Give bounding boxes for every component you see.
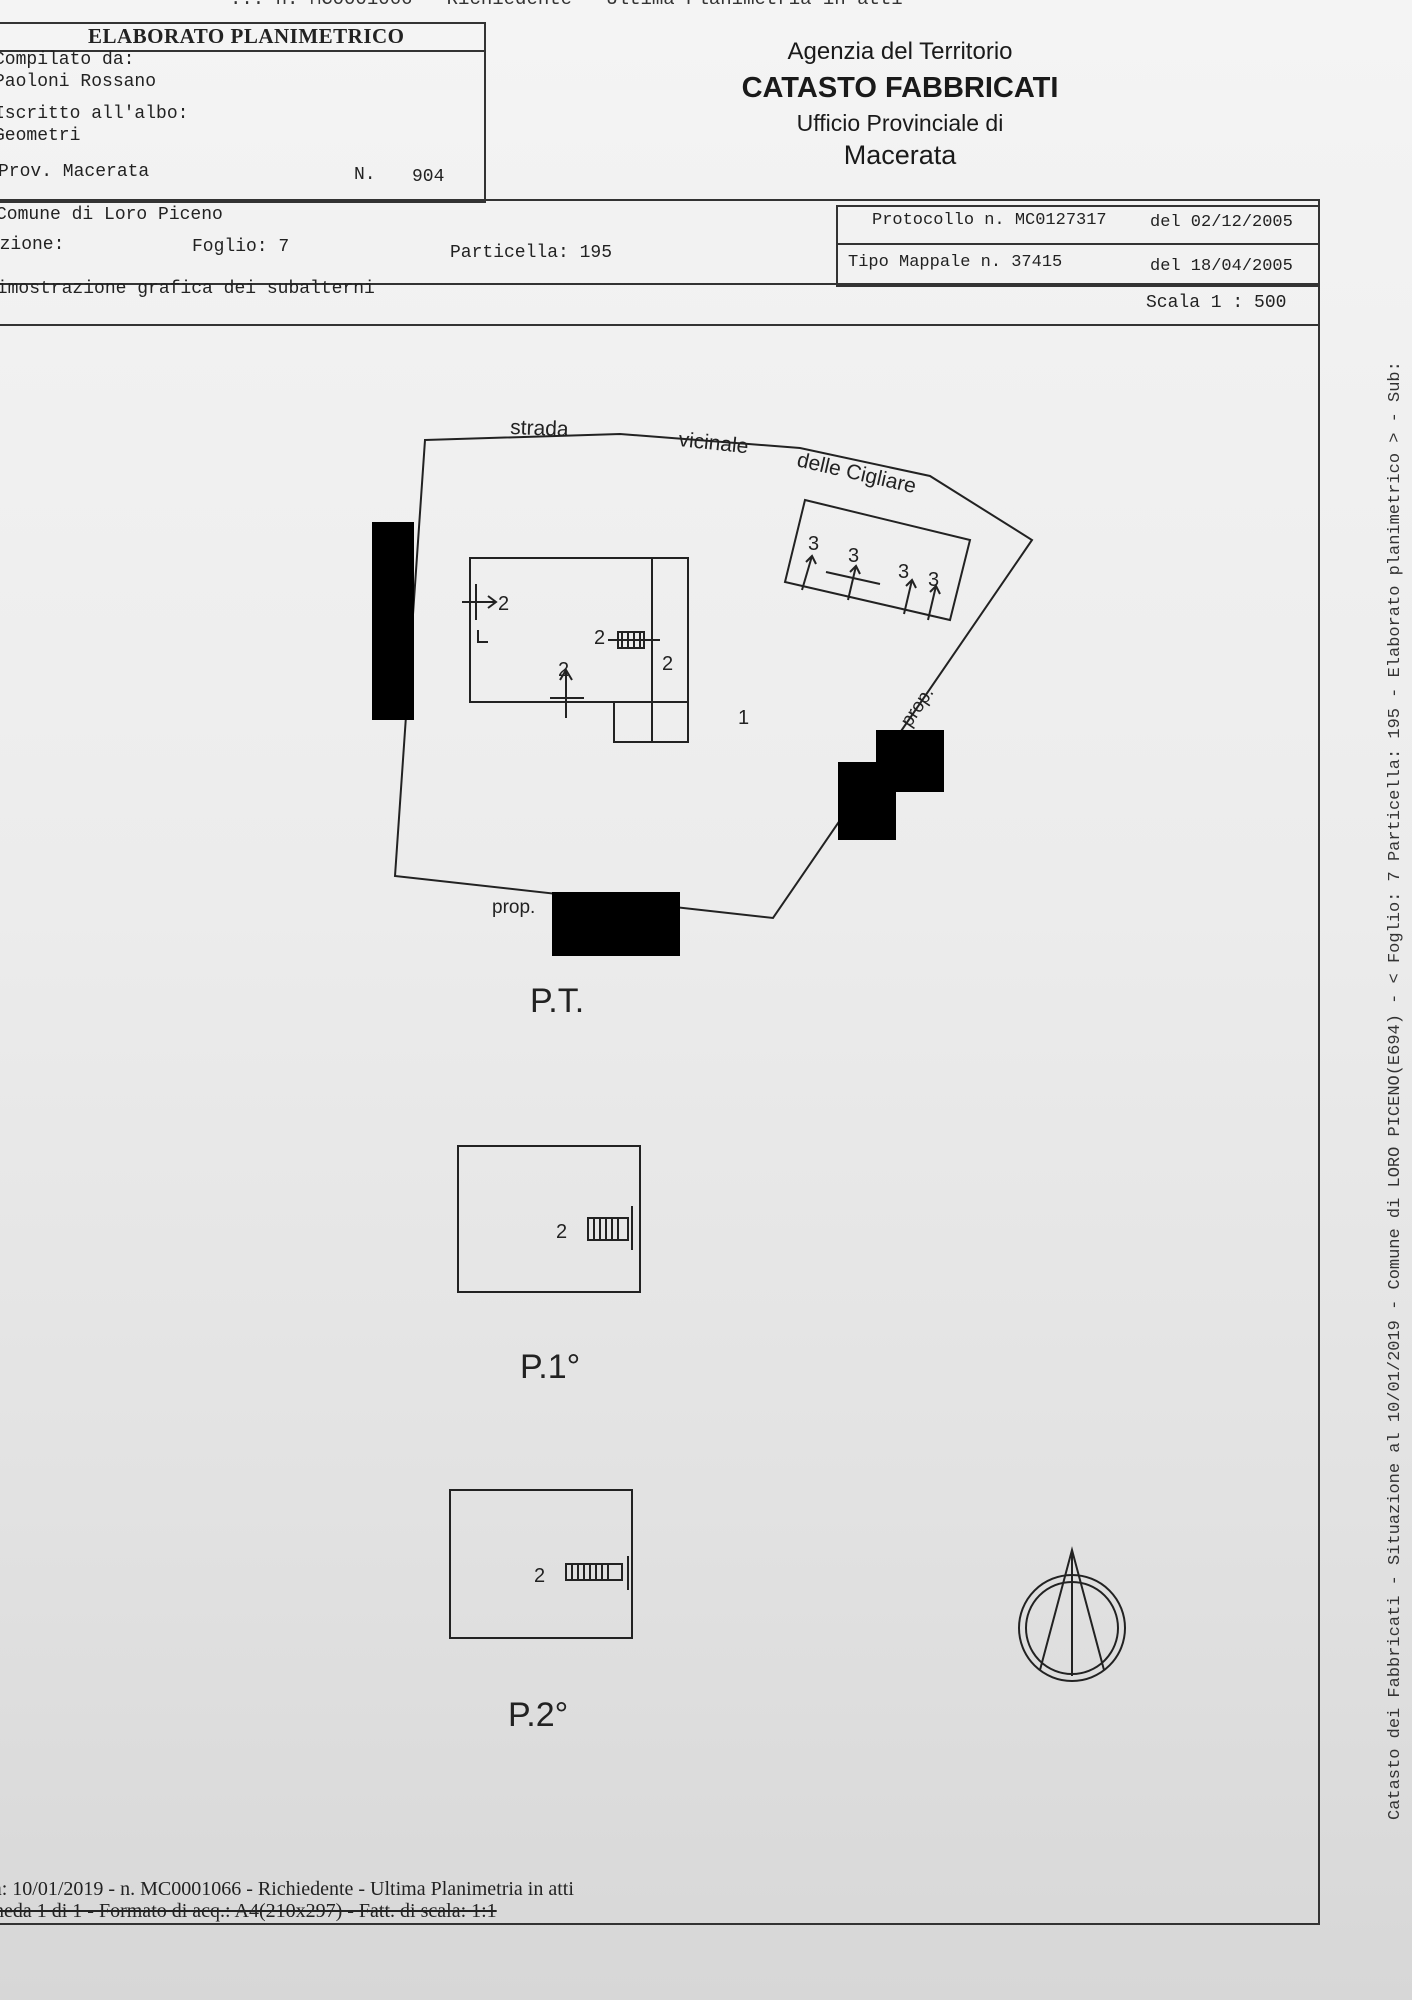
floor-2-subunit-2: 2: [534, 1565, 545, 1587]
agency-name: Agenzia del Territorio: [787, 38, 1013, 65]
redaction-bottom: [552, 892, 680, 956]
floor-pt-caption: P.T.: [530, 982, 584, 1020]
register-number-label: N.: [354, 165, 376, 185]
road-word-1: strada: [510, 416, 569, 441]
compiler-box: ELABORATO PLANIMETRICO Compilato da: Pao…: [0, 22, 486, 203]
subunit-1-label: 1: [738, 707, 749, 729]
floor-1-subunit-2: 2: [556, 1221, 567, 1243]
floor-2-outline: [449, 1489, 633, 1639]
compiler-box-title-row: ELABORATO PLANIMETRICO: [0, 24, 484, 52]
floor-1-caption: P.1°: [520, 1348, 580, 1386]
registered-label: Iscritto all'albo:: [0, 104, 189, 124]
scale: Scala 1 : 500: [1146, 293, 1287, 313]
footer-line-1: Data: 10/01/2019 - n. MC0001066 - Richie…: [0, 1878, 574, 1900]
building-annex: [613, 558, 653, 743]
sheet-number: Foglio: 7: [192, 237, 290, 257]
road-word-2: vicinale: [677, 428, 749, 458]
parcel-info-band: Comune di Loro Piceno Sezione: Foglio: 7…: [0, 199, 1320, 326]
footer-line-2: Scheda 1 di 1 - Formato di acq.: A4(210x…: [0, 1900, 497, 1922]
subunit-3-label-d: 3: [928, 569, 939, 591]
subunits-caption: Dimostrazione grafica dei subalterni: [0, 279, 375, 299]
subunit-2-label-a: 2: [498, 593, 509, 615]
agency-office: Ufficio Provinciale di: [796, 110, 1004, 136]
floor-1-outline: [457, 1145, 641, 1293]
prop-label-right: prop.: [897, 683, 939, 731]
section-label: Sezione:: [0, 235, 65, 255]
floor-2-caption: P.2°: [508, 1696, 568, 1734]
redaction-right-lower: [838, 762, 896, 840]
protocol-number: Protocollo n. MC0127317: [872, 211, 1107, 230]
floor-plan-drawing: strada vicinale delle Cigliare prop. pro…: [393, 416, 1126, 1734]
prop-label-bottom: prop.: [492, 897, 535, 918]
main-building: [469, 557, 689, 703]
province: Prov. Macerata: [0, 162, 150, 182]
road-word-3: delle Cigliare: [795, 448, 918, 498]
subunit-2-label-d: 2: [558, 659, 569, 681]
compiled-by-name: Paoloni Rossano: [0, 72, 157, 92]
map-type-number: Tipo Mappale n. 37415: [848, 253, 1063, 272]
subunit-3-label-b: 3: [848, 545, 859, 567]
register-number: 904: [412, 167, 445, 187]
lot-outline: [393, 432, 1034, 920]
top-header-text: ... n. MC0001066 - Richiedente - Ultima …: [230, 0, 903, 10]
garage-block: [783, 498, 972, 622]
document-title: ELABORATO PLANIMETRICO: [88, 24, 405, 48]
municipality: Comune di Loro Piceno: [0, 205, 223, 225]
subunit-2-label-c: 2: [662, 653, 673, 675]
compiled-by-label: Compilato da:: [0, 50, 135, 70]
subunit-3-label-c: 3: [898, 561, 909, 583]
map-type-date: del 18/04/2005: [1150, 257, 1293, 276]
side-caption: Catasto dei Fabbricati - Situazione al 1…: [1386, 361, 1405, 1820]
redaction-left: [372, 522, 414, 720]
protocol-box: Protocollo n. MC0127317 del 02/12/2005 T…: [836, 205, 1320, 287]
registered-value: Geometri: [0, 126, 81, 146]
protocol-date: del 02/12/2005: [1150, 213, 1293, 232]
subunit-2-label-b: 2: [594, 627, 605, 649]
agency-city: Macerata: [843, 140, 957, 170]
parcel-number: Particella: 195: [450, 243, 613, 263]
agency-department: CATASTO FABBRICATI: [741, 72, 1059, 104]
subunit-3-label-a: 3: [808, 533, 819, 555]
